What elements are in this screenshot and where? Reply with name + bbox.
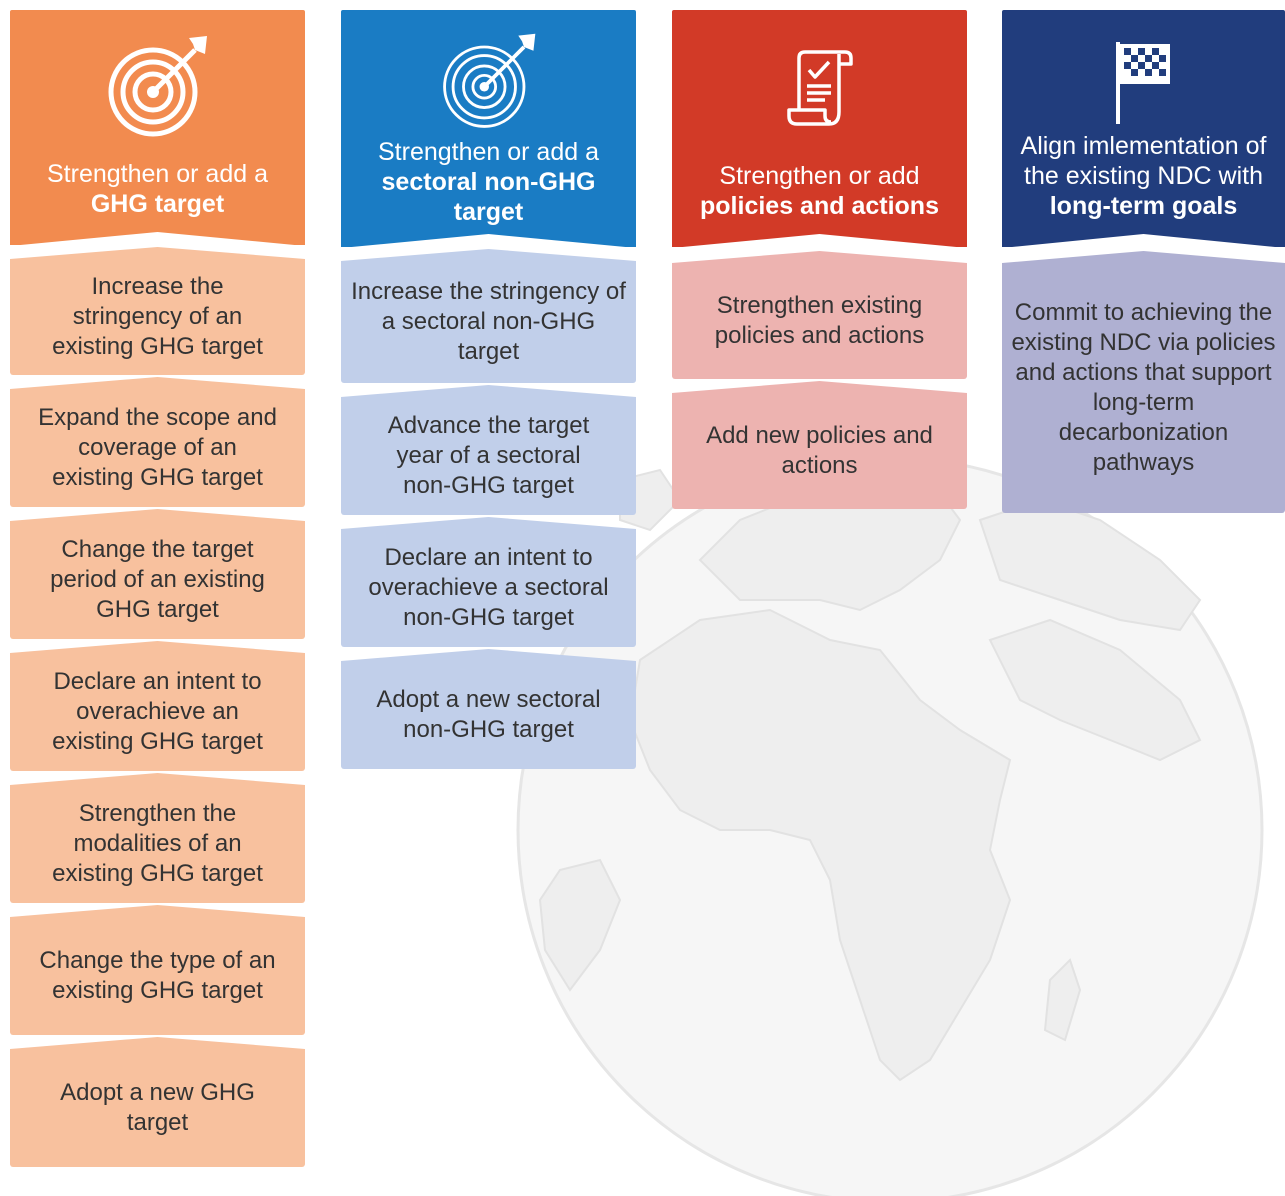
column-title: Strengthen or add a GHG target <box>14 159 301 219</box>
list-item: Declare an intent to overachieve a secto… <box>341 517 636 647</box>
item-text: Increase the stringency of a sectoral no… <box>351 278 626 365</box>
item-text: Strengthen existing policies and actions <box>714 292 925 349</box>
list-item: Commit to achieving the existing NDC via… <box>1002 251 1285 513</box>
title-bold: sectoral non-GHG target <box>381 168 596 226</box>
list-item: Advance the target year of a sectoral no… <box>341 385 636 515</box>
list-item: Add new policies and actions <box>672 381 967 509</box>
column-title: Strengthen or add policies and actions <box>676 161 963 221</box>
title-bold: long-term goals <box>1049 192 1238 220</box>
item-text: Strengthen the modalities of an existing… <box>52 800 263 887</box>
column-title: Strengthen or add a sectoral non-GHG tar… <box>345 137 632 227</box>
item-list: Increase the stringency of an existing G… <box>10 247 305 1167</box>
item-text: Advance the target year of a sectoral no… <box>387 412 590 499</box>
item-text: Expand the scope and coverage of an exis… <box>38 404 277 491</box>
header-notch <box>672 234 967 248</box>
target-icon <box>108 36 207 137</box>
title-bold: policies and actions <box>700 192 939 220</box>
title-prefix: Strengthen or add a <box>47 160 268 188</box>
column-header: Strengthen or add policies and actions <box>672 10 967 248</box>
document-checklist-icon <box>786 50 853 126</box>
column-header: Strengthen or add a GHG target <box>10 10 305 246</box>
list-item: Adopt a new GHG target <box>10 1037 305 1167</box>
item-text: Commit to achieving the existing NDC via… <box>1011 299 1276 476</box>
item-text: Adopt a new GHG target <box>60 1079 255 1136</box>
list-item: Expand the scope and coverage of an exis… <box>10 377 305 507</box>
item-text: Add new policies and actions <box>706 422 933 479</box>
column-long-term: Align imlementation of the existing NDC … <box>1002 10 1285 513</box>
list-item: Change the type of an existing GHG targe… <box>10 905 305 1035</box>
title-prefix: Align imlementation of the existing NDC … <box>1020 132 1267 190</box>
header-notch <box>341 234 636 248</box>
column-sectoral-target: Strengthen or add a sectoral non-GHG tar… <box>341 10 636 769</box>
list-item: Adopt a new sectoral non-GHG target <box>341 649 636 769</box>
list-item: Strengthen existing policies and actions <box>672 251 967 379</box>
column-header: Strengthen or add a sectoral non-GHG tar… <box>341 10 636 248</box>
list-item: Strengthen the modalities of an existing… <box>10 773 305 903</box>
item-list: Increase the stringency of a sectoral no… <box>341 249 636 769</box>
item-list: Strengthen existing policies and actions… <box>672 251 967 509</box>
list-item: Change the target period of an existing … <box>10 509 305 639</box>
column-policies: Strengthen or add policies and actions S… <box>672 10 967 509</box>
target-icon <box>442 33 535 128</box>
list-item: Declare an intent to overachieve an exis… <box>10 641 305 771</box>
column-title: Align imlementation of the existing NDC … <box>1002 131 1285 221</box>
title-bold: GHG target <box>90 190 225 218</box>
item-text: Change the type of an existing GHG targe… <box>39 947 276 1004</box>
item-text: Change the target period of an existing … <box>50 536 265 623</box>
column-header: Align imlementation of the existing NDC … <box>1002 10 1285 248</box>
item-text: Declare an intent to overachieve a secto… <box>368 544 609 631</box>
list-item: Increase the stringency of a sectoral no… <box>341 249 636 383</box>
item-text: Declare an intent to overachieve an exis… <box>52 668 263 755</box>
item-text: Increase the stringency of an existing G… <box>52 273 263 360</box>
item-list: Commit to achieving the existing NDC via… <box>1002 251 1285 513</box>
title-prefix: Strengthen or add <box>719 162 920 190</box>
title-prefix: Strengthen or add a <box>378 138 599 166</box>
column-ghg-target: Strengthen or add a GHG target Increase … <box>10 10 305 1167</box>
item-text: Adopt a new sectoral non-GHG target <box>376 686 601 743</box>
header-notch <box>10 232 305 246</box>
checkered-flag-icon <box>1115 42 1170 124</box>
list-item: Increase the stringency of an existing G… <box>10 247 305 375</box>
header-notch <box>1002 234 1285 248</box>
